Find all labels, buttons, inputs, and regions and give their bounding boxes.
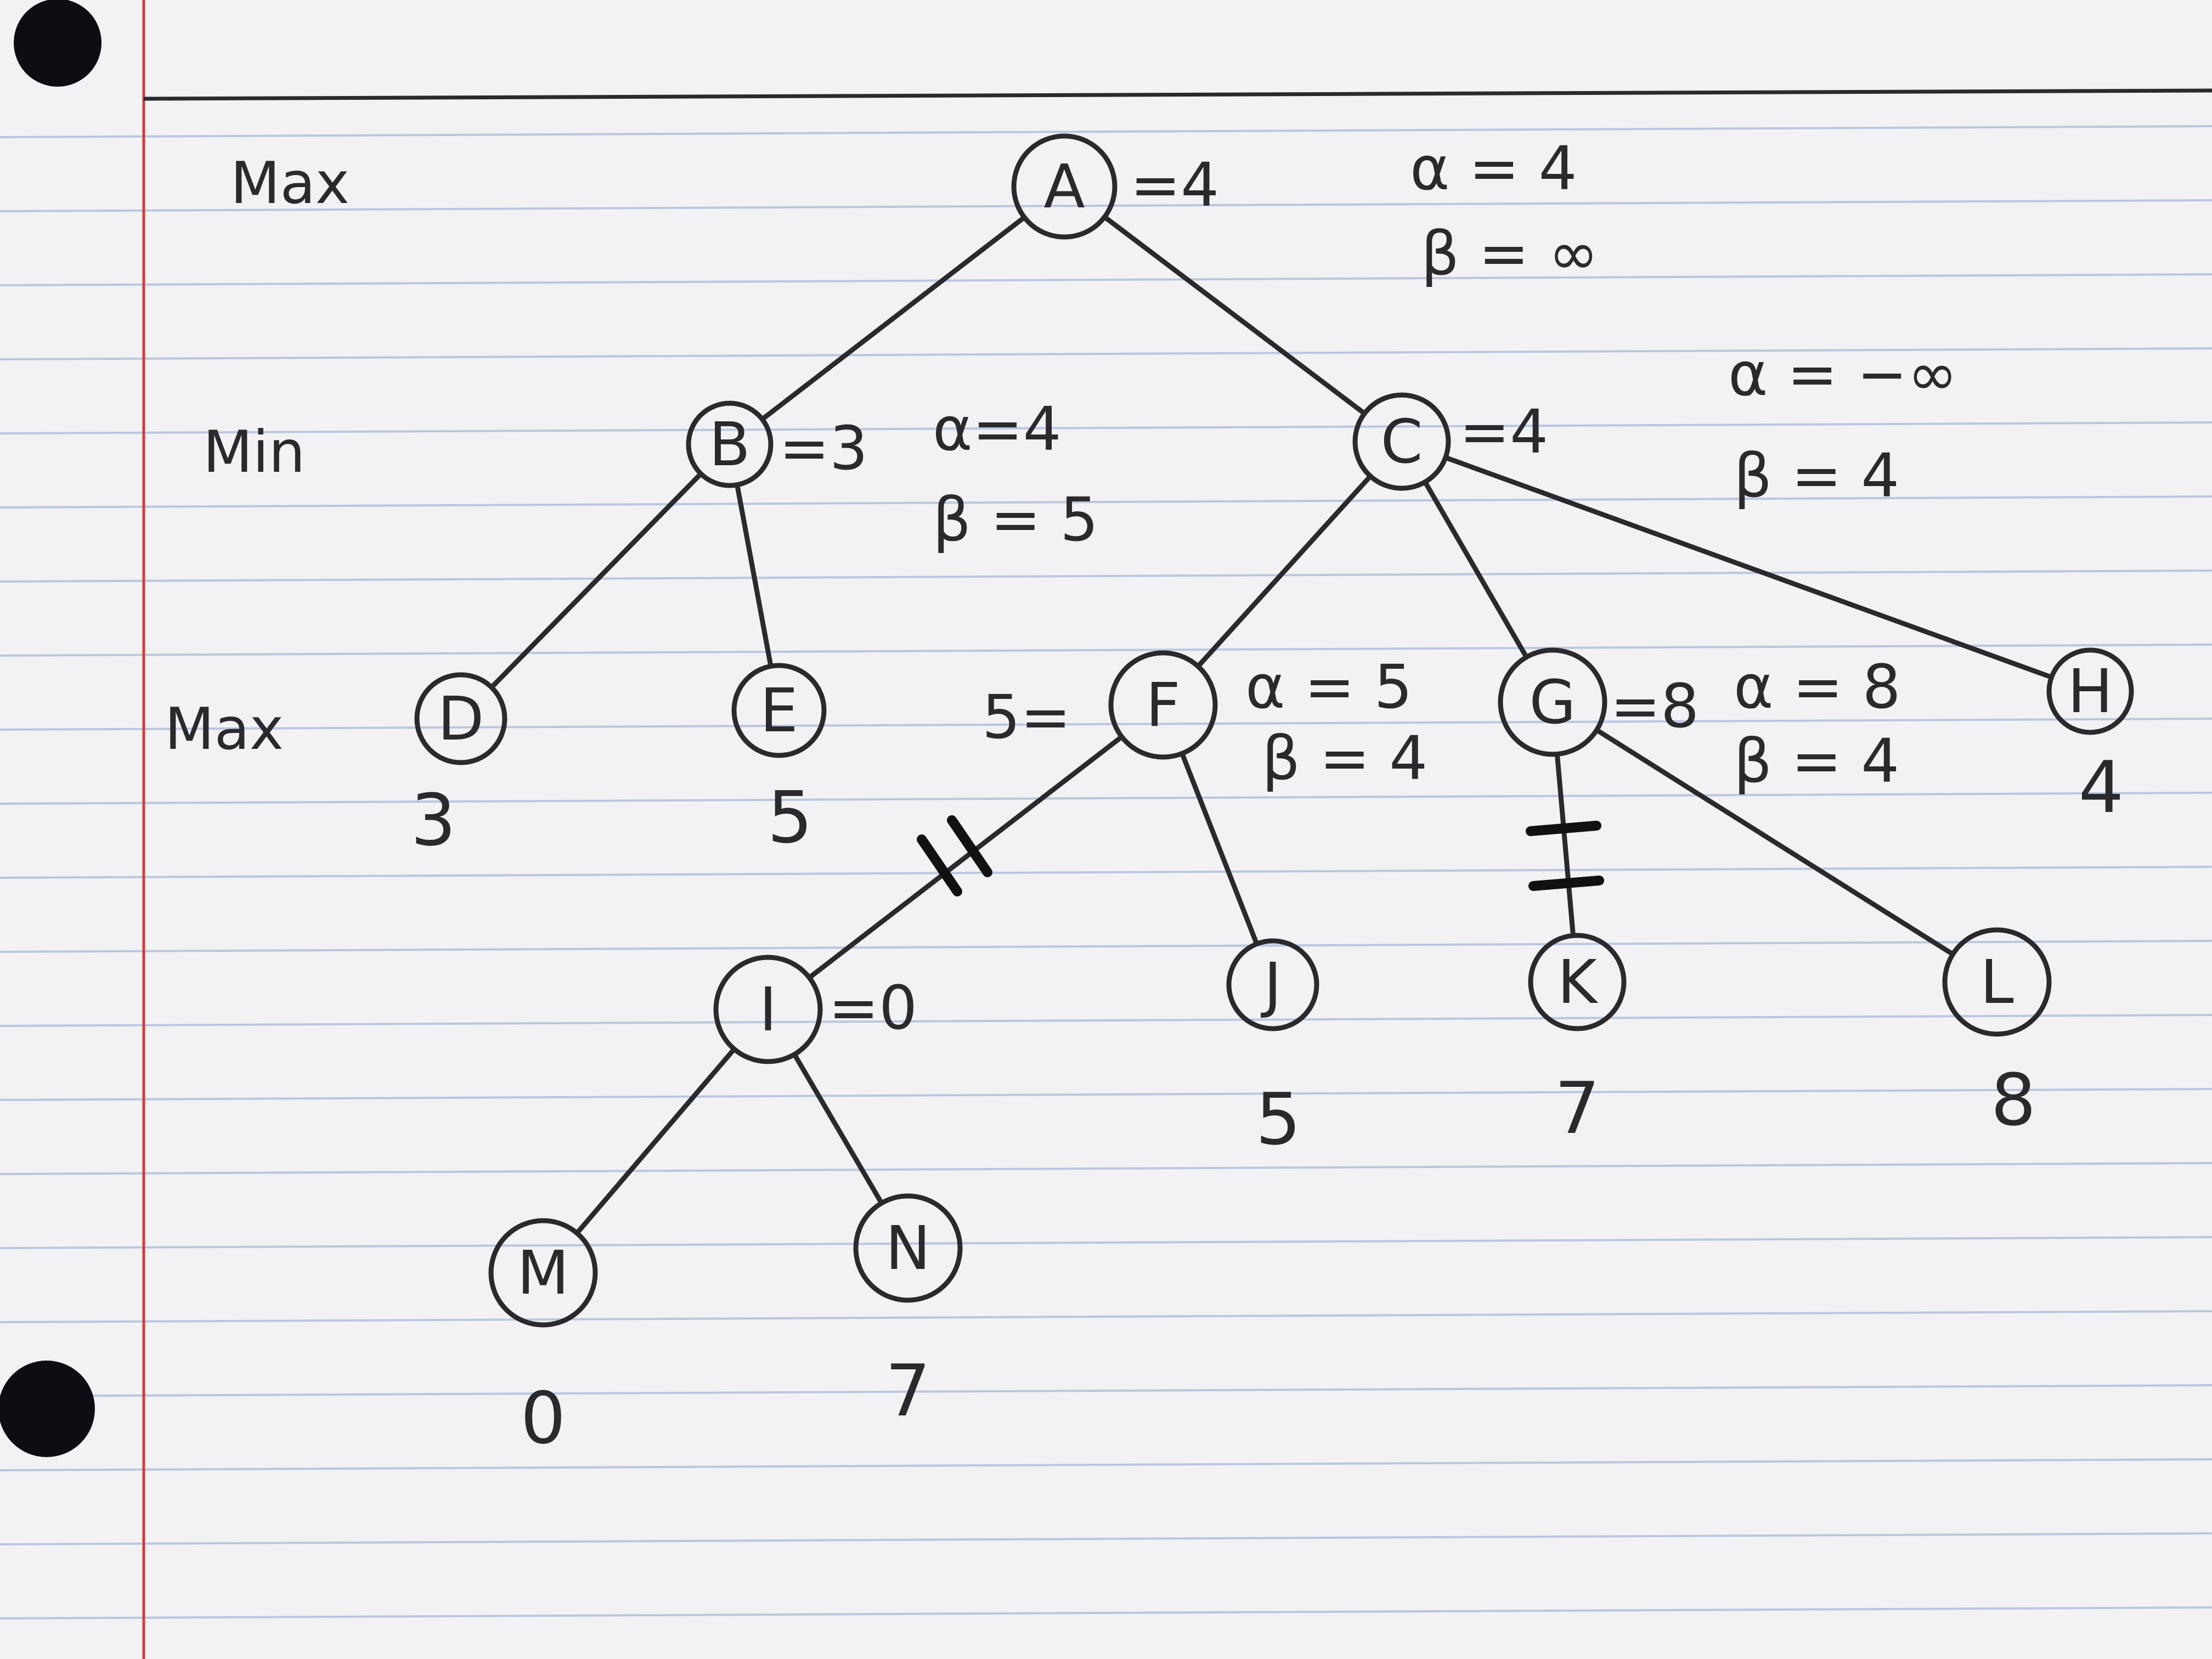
edge-c-g xyxy=(1423,479,1529,660)
node-f-alpha: α = 5 xyxy=(1245,652,1413,722)
header-line xyxy=(143,88,2212,101)
ruled-line xyxy=(0,495,2212,509)
ruled-line xyxy=(0,347,2212,360)
edge-i-n xyxy=(792,1052,884,1206)
node-a: A xyxy=(1011,133,1118,240)
node-i-label: I xyxy=(759,974,777,1045)
ruled-line xyxy=(0,1532,2212,1545)
node-b: B xyxy=(686,400,774,488)
node-c-alpha: α = −∞ xyxy=(1728,339,1957,409)
node-g-alpha: α = 8 xyxy=(1734,652,1901,722)
edge-a-b xyxy=(759,215,1027,422)
edge-b-e xyxy=(735,482,774,669)
node-e-value: 5 xyxy=(768,776,813,859)
prune-mark-g-k xyxy=(1526,821,1604,891)
ruled-line xyxy=(0,792,2212,805)
node-k-value: 7 xyxy=(1555,1066,1600,1150)
node-l-value: 8 xyxy=(1991,1058,2036,1142)
ruled-line xyxy=(0,421,2212,435)
node-j: J xyxy=(1226,938,1319,1031)
node-d-label: D xyxy=(438,684,484,754)
ruled-line xyxy=(0,1310,2212,1323)
node-h-label: H xyxy=(2068,656,2113,726)
level-label-max-top: Max xyxy=(230,150,349,217)
node-a-value-note: =4 xyxy=(1130,150,1219,220)
edge-c-h xyxy=(1443,455,2054,680)
node-a-label: A xyxy=(1043,151,1085,222)
ruled-line xyxy=(0,1014,2212,1027)
ruled-line xyxy=(0,1236,2212,1249)
node-g: G xyxy=(1498,647,1607,757)
ruled-line xyxy=(0,569,2212,583)
node-f-value-note: 5= xyxy=(982,682,1071,752)
node-f-beta: β = 4 xyxy=(1262,723,1427,793)
node-c-label: C xyxy=(1381,407,1423,477)
node-k-label: K xyxy=(1558,947,1599,1017)
node-n: N xyxy=(853,1193,963,1303)
ruled-line xyxy=(0,199,2212,212)
ruled-line xyxy=(0,940,2212,953)
node-k: K xyxy=(1528,933,1627,1031)
node-c-value-note: =4 xyxy=(1459,397,1548,467)
ruled-line xyxy=(0,1384,2212,1397)
node-b-beta: β = 5 xyxy=(933,484,1098,555)
node-f-label: F xyxy=(1146,670,1180,740)
prune-mark-f-i xyxy=(917,815,992,896)
node-h: H xyxy=(2046,647,2134,735)
node-l: L xyxy=(1942,927,2052,1037)
ruled-line xyxy=(0,718,2212,731)
node-i: I xyxy=(713,955,823,1064)
tree-edges xyxy=(489,214,2054,1236)
node-g-label: G xyxy=(1529,667,1576,737)
node-e: E xyxy=(731,663,827,758)
binder-hole-bottom xyxy=(0,1361,95,1457)
node-g-value-note: =8 xyxy=(1610,671,1699,741)
node-i-value-note: =0 xyxy=(828,973,917,1043)
binder-hole-top xyxy=(14,0,101,87)
node-c: C xyxy=(1352,392,1451,491)
edge-b-d xyxy=(489,471,704,690)
node-j-label: J xyxy=(1261,950,1282,1020)
level-label-max-bottom: Max xyxy=(165,696,284,763)
edge-i-m xyxy=(574,1046,737,1236)
node-a-beta: β = ∞ xyxy=(1421,218,1599,289)
node-d-value: 3 xyxy=(411,778,456,862)
node-a-alpha: α = 4 xyxy=(1410,133,1577,204)
edge-a-c xyxy=(1102,214,1367,416)
node-j-value: 5 xyxy=(1256,1077,1301,1161)
level-label-min: Min xyxy=(203,419,305,486)
edge-f-j xyxy=(1180,751,1260,947)
node-e-label: E xyxy=(760,675,798,746)
edge-g-k xyxy=(1554,752,1576,938)
ruled-lines xyxy=(0,125,2212,1620)
node-g-beta: β = 4 xyxy=(1734,726,1899,796)
ruled-line xyxy=(0,866,2212,879)
node-b-alpha: α=4 xyxy=(933,394,1062,464)
node-d: D xyxy=(414,672,507,765)
node-c-beta: β = 4 xyxy=(1734,441,1899,511)
ruled-line xyxy=(0,1088,2212,1101)
edge-g-l xyxy=(1594,727,1956,957)
node-n-label: N xyxy=(885,1213,930,1283)
node-b-label: B xyxy=(709,409,750,479)
ruled-line xyxy=(0,1458,2212,1471)
node-h-value: 4 xyxy=(2079,746,2124,829)
edge-c-f xyxy=(1195,473,1373,669)
node-m: M xyxy=(488,1218,598,1328)
node-f: F xyxy=(1108,650,1218,760)
ruled-line xyxy=(0,1162,2212,1175)
node-b-value-note: =3 xyxy=(779,413,868,483)
node-l-label: L xyxy=(1980,947,2013,1017)
edge-f-i xyxy=(806,734,1125,980)
ruled-line xyxy=(0,1606,2212,1620)
node-m-value: 0 xyxy=(521,1376,566,1460)
ruled-line xyxy=(0,125,2212,138)
ruled-line xyxy=(0,644,2212,657)
node-m-label: M xyxy=(517,1238,569,1308)
ruled-line xyxy=(0,273,2212,286)
node-n-value: 7 xyxy=(885,1349,931,1432)
